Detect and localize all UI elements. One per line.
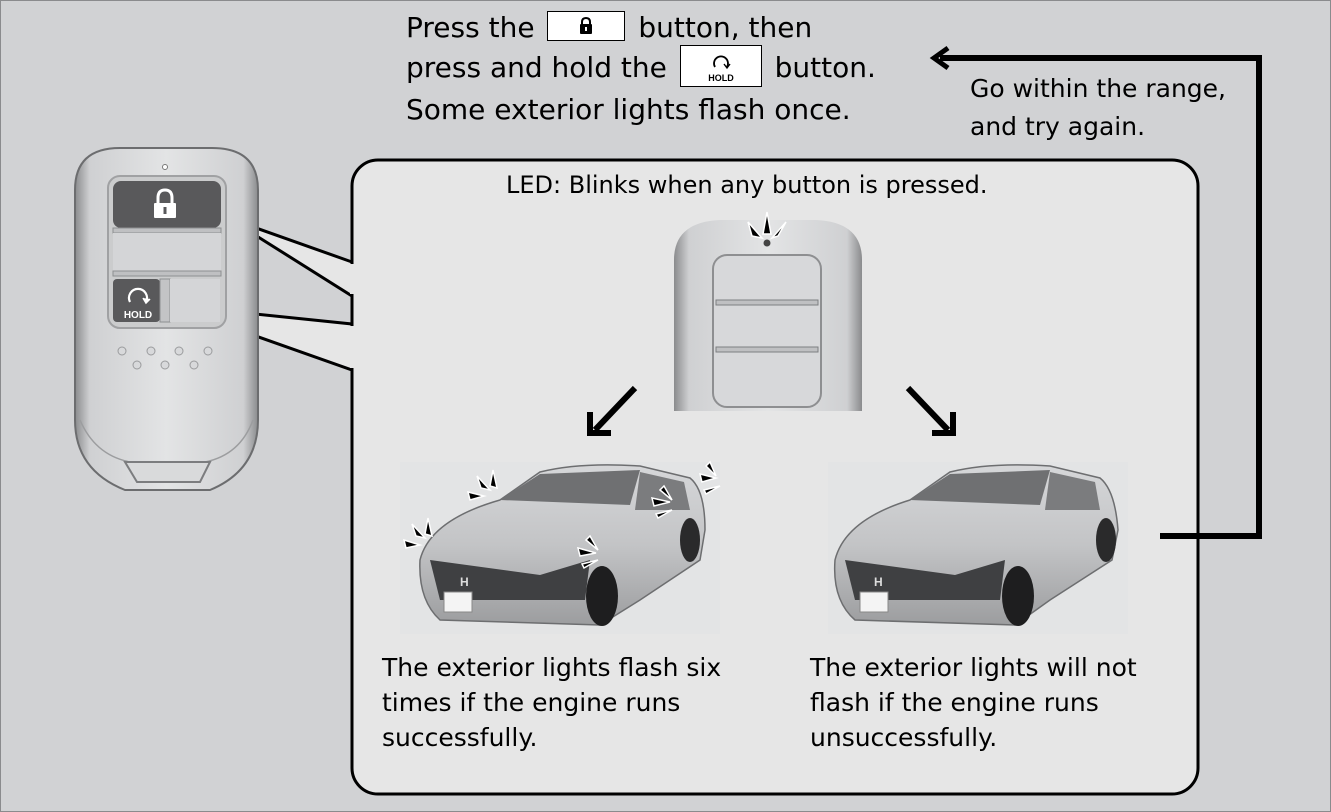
retry-note-line2: and try again. xyxy=(970,112,1146,141)
outcome-success-line3: successfully. xyxy=(382,723,538,752)
instruction-line1-post: button, then xyxy=(638,11,813,44)
fob-hold-button xyxy=(113,279,160,322)
arrow-down-left-icon xyxy=(587,385,638,436)
arrow-left-icon xyxy=(929,45,950,71)
svg-text:HOLD: HOLD xyxy=(708,73,734,83)
light-flash-icon xyxy=(402,460,721,570)
instruction-line2-post: button. xyxy=(774,51,876,84)
outcome-failure-line3: unsuccessfully. xyxy=(810,723,998,752)
retry-note-line1: Go within the range, xyxy=(970,74,1227,103)
svg-text:HOLD: HOLD xyxy=(124,310,152,321)
instruction-line1-pre: Press the xyxy=(406,11,535,44)
callout-panel xyxy=(350,158,1200,796)
led-fob-illustration xyxy=(674,211,862,411)
instruction-line3: Some exterior lights flash once. xyxy=(406,93,851,126)
svg-text:H: H xyxy=(460,575,469,589)
hold-button-reference: HOLD xyxy=(679,45,762,87)
car-flashing-illustration: H xyxy=(400,460,721,634)
outcome-success-line1: The exterior lights flash six xyxy=(382,653,722,682)
outcome-failure-line1: The exterior lights will not xyxy=(810,653,1137,682)
remote-start-icon xyxy=(712,55,731,70)
outcome-success-text: The exterior lights flash six times if t… xyxy=(382,650,762,755)
fob-speaker-holes xyxy=(117,346,213,370)
remote-start-icon xyxy=(127,287,151,305)
led-indicator xyxy=(763,239,771,247)
led-note: LED: Blinks when any button is pressed. xyxy=(506,171,988,199)
svg-text:H: H xyxy=(874,575,883,589)
outcome-failure-text: The exterior lights will not flash if th… xyxy=(810,650,1190,755)
lock-button-reference xyxy=(547,11,626,41)
instruction-line2-pre: press and hold the xyxy=(406,51,667,84)
retry-return-arrow xyxy=(929,45,1262,539)
key-fob-illustration: HOLD xyxy=(74,147,259,491)
lock-icon xyxy=(580,16,593,34)
outcome-failure-line2: flash if the engine runs xyxy=(810,688,1099,717)
outcome-success-line2: times if the engine runs xyxy=(382,688,681,717)
car-not-flashing-illustration: H xyxy=(828,462,1128,634)
arrow-down-right-icon xyxy=(905,385,956,436)
instruction-text: Press the button, then press and hold th… xyxy=(406,8,876,130)
retry-note: Go within the range, and try again. xyxy=(970,70,1226,146)
lock-icon xyxy=(154,188,176,218)
led-flash-icon xyxy=(747,211,787,240)
